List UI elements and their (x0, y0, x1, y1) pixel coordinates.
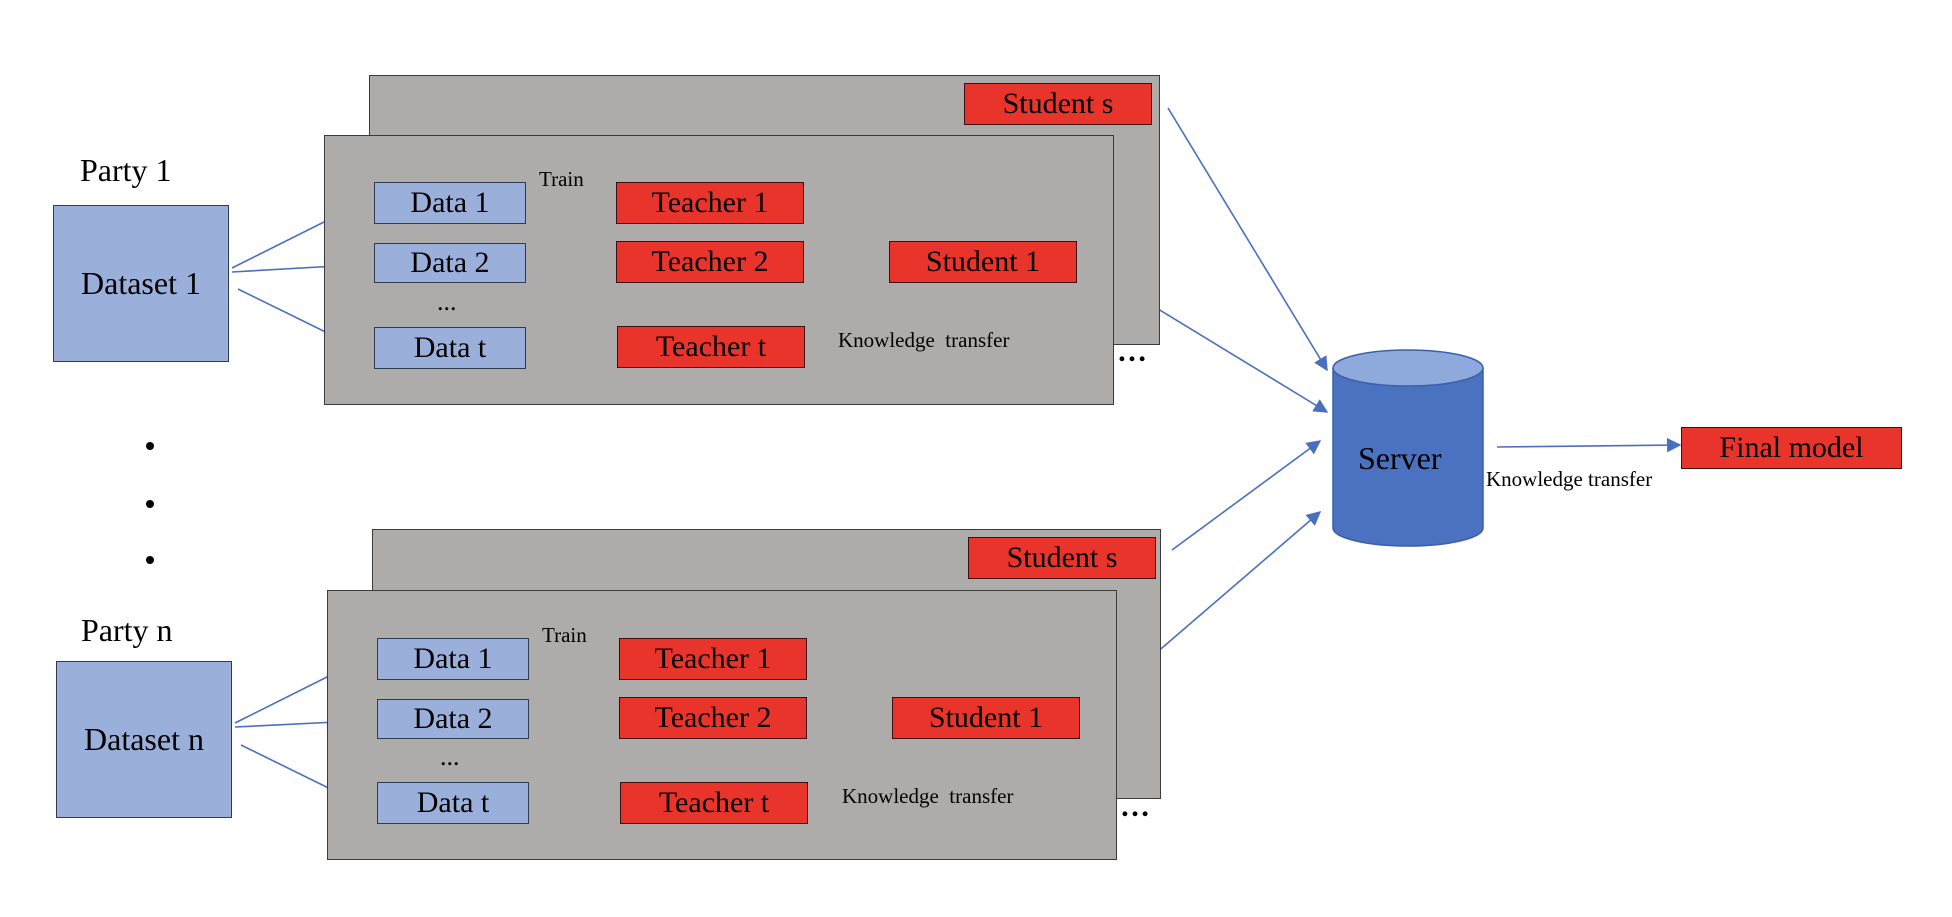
party-n-label: Party n (81, 612, 173, 648)
party-n-data-1: Data 1 (377, 638, 529, 680)
party-1-data-1: Data 1 (374, 182, 526, 224)
party-1-teacher-2: Teacher 2 (616, 241, 804, 283)
arrow-server-final-model (1496, 437, 1682, 453)
party-n-teacher-t: Teacher t (620, 782, 808, 824)
party-1-data-ellipsis: ... (437, 287, 457, 316)
party-n-teacher-1: Teacher 1 (619, 638, 807, 680)
vertical-ellipsis-dot-2 (146, 500, 154, 508)
party-n-kt-label: Knowledge transfer (842, 784, 1014, 808)
party-1-data-t: Data t (374, 327, 526, 369)
party-n-data-2: Data 2 (377, 699, 529, 739)
party-1-train-label: Train (539, 167, 584, 191)
party-n-data-ellipsis: ... (440, 742, 460, 771)
party-n-student-1: Student 1 (892, 697, 1080, 739)
party-1-teacher-1: Teacher 1 (616, 182, 804, 224)
server-cylinder (1332, 349, 1484, 547)
dataset-n-box: Dataset n (56, 661, 232, 818)
party-1-student-s: Student s (964, 83, 1152, 125)
vertical-ellipsis-dot-1 (146, 442, 154, 450)
server-kt-label: Knowledge transfer (1486, 467, 1653, 491)
party-1-teacher-t: Teacher t (617, 326, 805, 368)
party-n-student-s: Student s (968, 537, 1156, 579)
arrow-pn-students-server (1171, 440, 1322, 551)
party-1-data-2: Data 2 (374, 243, 526, 283)
final-model-box: Final model (1681, 427, 1902, 469)
party-n-stack-ellipsis: … (1120, 790, 1150, 823)
arrow-p1-students-server (1167, 107, 1328, 372)
party-1-stack-ellipsis: … (1117, 335, 1147, 368)
dataset-1-box: Dataset 1 (53, 205, 229, 362)
party-n-data-t: Data t (377, 782, 529, 824)
party-1-kt-label: Knowledge transfer (838, 328, 1010, 352)
vertical-ellipsis-dot-3 (146, 556, 154, 564)
party-1-label: Party 1 (80, 152, 172, 188)
party-1-student-1: Student 1 (889, 241, 1077, 283)
party-n-train-label: Train (542, 623, 587, 647)
party-n-teacher-2: Teacher 2 (619, 697, 807, 739)
server-label: Server (1358, 440, 1442, 476)
